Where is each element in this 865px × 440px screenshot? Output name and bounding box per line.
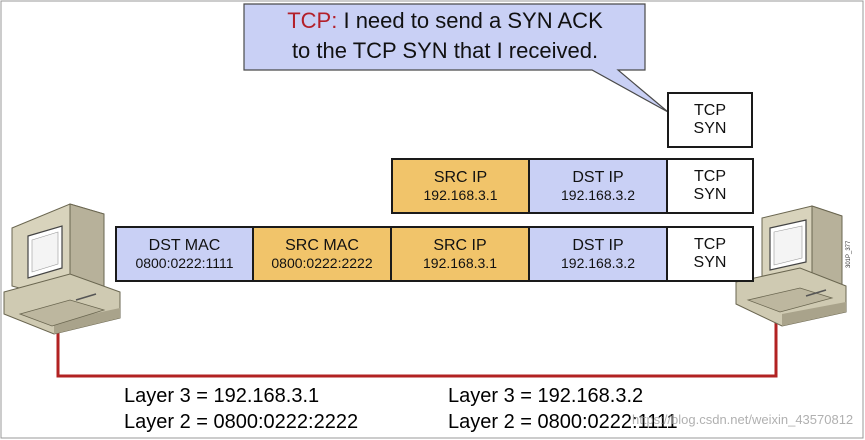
watermark: https://blog.csdn.net/weixin_43570812 [632,412,854,427]
field-value: SYN [693,254,727,271]
field-title: TCP [694,235,726,253]
field-value: SYN [693,186,727,203]
field-title: TCP [694,167,726,185]
left-host-addresses: Layer 3 = 192.168.3.1 Layer 2 = 0800:022… [124,383,358,435]
field-title: DST MAC [148,236,221,254]
bottom-dst-mac-field: DST MAC 0800:0222:1111 [117,228,254,280]
callout-line-1-rest: I need to send a SYN ACK [337,8,603,33]
field-value: SYN [693,120,727,137]
right-layer3-address: Layer 3 = 192.168.3.2 [448,385,644,407]
field-value: 192.168.3.2 [561,255,635,272]
left-computer-icon [3,203,121,335]
callout-text: TCP: I need to send a SYN ACK to the TCP… [255,6,635,66]
right-computer-icon [735,205,847,327]
callout-line-1: TCP: I need to send a SYN ACK [255,6,635,36]
field-value: 0800:0222:2222 [271,255,373,272]
field-value: 0800:0222:1111 [135,255,234,272]
figure-code: 301P_377 [846,240,852,268]
field-value: 192.168.3.2 [561,187,635,204]
left-layer3-address: Layer 3 = 192.168.3.1 [124,385,320,407]
field-title: DST IP [572,236,624,254]
field-title: SRC IP [433,168,488,186]
callout-bubble [243,3,669,113]
middle-dst-ip-field: DST IP 192.168.3.2 [530,160,668,212]
left-layer2-address: Layer 2 = 0800:0222:2222 [124,411,359,433]
callout-line-2: to the TCP SYN that I received. [291,38,599,63]
middle-tcp-syn-field: TCP SYN [668,160,752,212]
bottom-src-ip-field: SRC IP 192.168.3.1 [392,228,530,280]
top-tcp-syn-field: TCP SYN [667,92,753,148]
bottom-dst-ip-field: DST IP 192.168.3.2 [530,228,668,280]
field-title: SRC MAC [285,236,359,254]
bottom-src-mac-field: SRC MAC 0800:0222:2222 [254,228,392,280]
middle-src-ip-field: SRC IP 192.168.3.1 [393,160,530,212]
field-title: DST IP [572,168,624,186]
right-host-addresses: Layer 3 = 192.168.3.2 Layer 2 = 0800:022… [448,383,678,435]
network-cable [56,300,778,378]
callout-highlight: TCP: [287,8,338,33]
field-title: TCP [694,101,726,119]
bottom-tcp-syn-field: TCP SYN [668,228,752,280]
field-title: SRC IP [433,236,487,254]
field-value: 192.168.3.1 [423,187,498,204]
right-layer2-address: Layer 2 = 0800:0222:1111 [448,411,678,433]
field-value: 192.168.3.1 [423,255,497,272]
